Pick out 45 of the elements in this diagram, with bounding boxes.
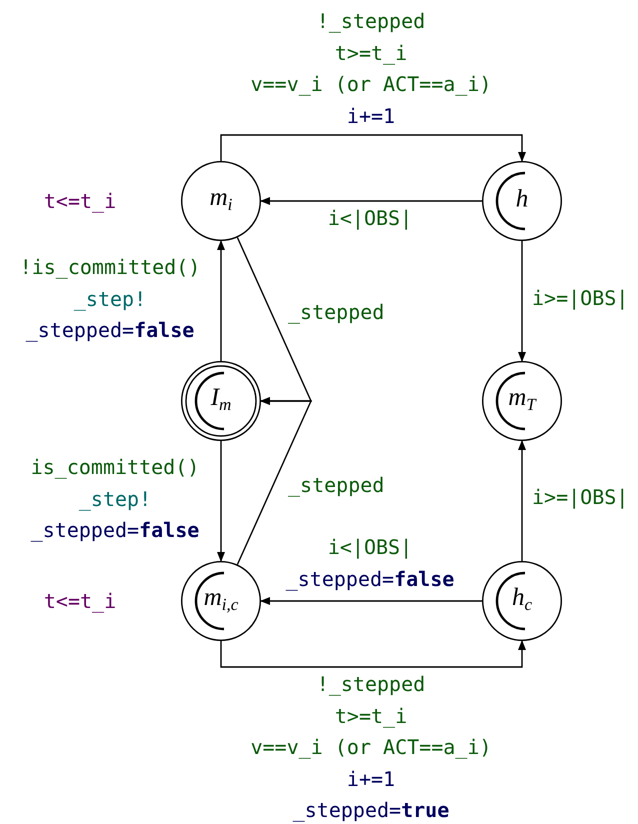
- committed-state-circle: [482, 561, 562, 641]
- edge-label: v==v_i (or ACT==a_i): [250, 71, 492, 98]
- edge-label: t>=t_i: [334, 40, 408, 67]
- edge-label: _stepped=false: [24, 317, 196, 344]
- state-name: h: [516, 186, 528, 214]
- edge-label: i+=1: [346, 102, 396, 130]
- state-name: m$_{i,c}$: [204, 584, 238, 615]
- edge-label: i<|OBS|: [328, 205, 412, 232]
- state-name: I$_{m}$: [210, 384, 232, 415]
- arrow: [217, 441, 225, 562]
- arrow: [236, 397, 312, 565]
- arrow: [220, 134, 526, 162]
- edge-label: i<|OBS|: [326, 534, 414, 561]
- state-circle: [181, 161, 261, 241]
- committed-state-circle: [181, 561, 261, 641]
- state-name: m$_{T}$: [508, 384, 536, 415]
- edge-label: _stepped: [288, 299, 384, 326]
- arrow: [518, 440, 526, 561]
- edge-label: v==v_i (or ACT==a_i): [250, 734, 492, 761]
- arrow: [260, 597, 482, 605]
- arrow: [220, 640, 526, 668]
- edge-label: !_stepped: [316, 8, 426, 35]
- state-name: h$_{c}$: [512, 584, 532, 615]
- edge-label: !_stepped: [316, 671, 426, 698]
- arrow: [260, 197, 482, 205]
- edge-label: _step!: [72, 286, 148, 313]
- arrow: [518, 241, 526, 362]
- edge-label: is_committed(): [30, 454, 200, 481]
- edge-label: _stepped: [288, 472, 384, 499]
- arrow: [217, 240, 225, 361]
- edge-label: _stepped=false: [286, 566, 454, 593]
- edge-label: i+=1: [346, 766, 396, 792]
- edge-label: i>=|OBS|: [532, 285, 628, 312]
- committed-state-circle: [482, 361, 562, 441]
- invariant-label: t<=t_i: [44, 189, 116, 213]
- edge-label: _step!: [78, 486, 152, 513]
- initial-state-circle: [181, 361, 261, 441]
- edge-label: i>=|OBS|: [532, 484, 628, 511]
- edge-label: t>=t_i: [334, 702, 408, 730]
- invariant-label: t<=t_i: [44, 589, 116, 613]
- edge-label: !is_committed(): [20, 254, 200, 281]
- edge-label: _stepped=false: [30, 517, 200, 544]
- committed-state-circle: [482, 161, 562, 241]
- edge-label: _stepped=true: [292, 797, 450, 824]
- state-name: m$_{i}$: [210, 184, 232, 215]
